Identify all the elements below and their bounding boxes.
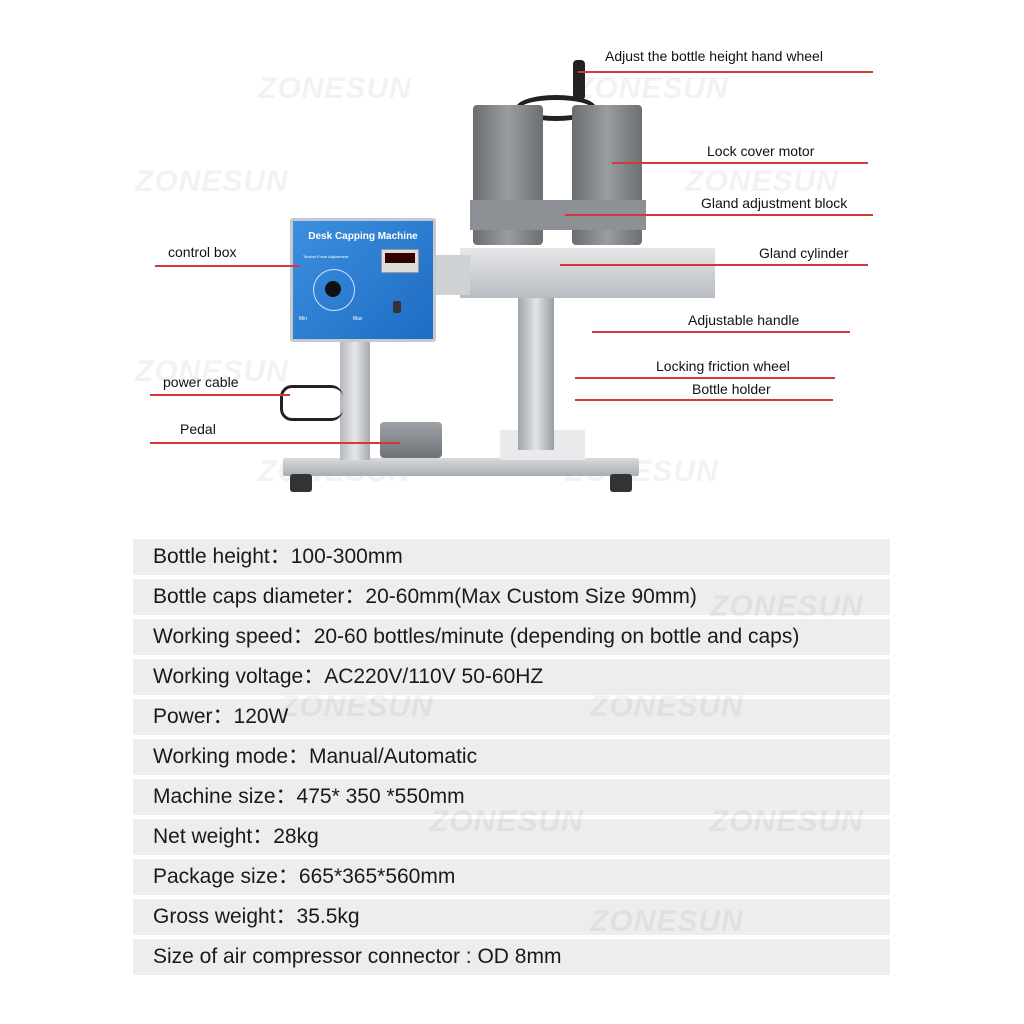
spec-row: Bottle caps diameter：20-60mm(Max Custom … [133, 579, 890, 615]
spec-row: Bottle height：100-300mm [133, 539, 890, 575]
watermark: ZONESUN [590, 905, 744, 938]
spec-row: Working voltage：AC220V/110V 50-60HZ [133, 659, 890, 695]
callout-line [575, 377, 835, 379]
spec-row: Power：120W [133, 699, 890, 735]
callout-line [150, 442, 400, 444]
watermark: ZONESUN [575, 72, 729, 105]
control-box: Desk Capping Machine Torsion Force Adjus… [290, 218, 436, 342]
callout-line [565, 214, 873, 216]
callout-line [612, 162, 868, 164]
callout-gland-cylinder: Gland cylinder [759, 245, 849, 261]
watermark: ZONESUN [710, 590, 864, 623]
watermark: ZONESUN [685, 165, 839, 198]
box-column [340, 330, 370, 460]
spec-row: Working speed：20-60 bottles/minute (depe… [133, 619, 890, 655]
watermark: ZONESUN [135, 165, 289, 198]
callout-line [560, 264, 868, 266]
callout-line [575, 399, 833, 401]
panel-title: Desk Capping Machine [308, 231, 418, 242]
watermark: ZONESUN [135, 355, 289, 388]
watermark: ZONESUN [710, 805, 864, 838]
digital-display [381, 249, 419, 273]
callout-gland-adjustment-block: Gland adjustment block [701, 195, 848, 211]
callout-line [578, 71, 873, 73]
main-column [518, 290, 554, 450]
watermark: ZONESUN [590, 690, 744, 723]
spec-row: Package size：665*365*560mm [133, 859, 890, 895]
callout-power-cable: power cable [163, 374, 239, 390]
callout-pedal: Pedal [180, 421, 216, 437]
torsion-knob[interactable] [325, 281, 341, 297]
gland-cylinder [460, 248, 715, 298]
dial-scale [313, 269, 355, 311]
spec-row: Working mode：Manual/Automatic [133, 739, 890, 775]
spec-row: Net weight：28kg [133, 819, 890, 855]
dial-label: Torsion Force Adjustment [303, 254, 349, 259]
callout-lock-cover-motor: Lock cover motor [707, 143, 815, 159]
spec-row: Size of air compressor connector : OD 8m… [133, 939, 890, 975]
watermark: ZONESUN [258, 72, 412, 105]
callout-hand-wheel: Adjust the bottle height hand wheel [605, 48, 823, 64]
foot [290, 474, 312, 492]
callout-line [592, 331, 850, 333]
power-cable [280, 385, 343, 421]
watermark: ZONESUN [430, 805, 584, 838]
callout-control-box: control box [168, 244, 237, 260]
spec-row: Machine size：475* 350 *550mm [133, 779, 890, 815]
mode-switch[interactable] [393, 301, 401, 313]
watermark: ZONESUN [280, 690, 434, 723]
dial-min: Min [299, 316, 308, 322]
callout-bottle-holder: Bottle holder [692, 381, 771, 397]
spec-row: Gross weight：35.5kg [133, 899, 890, 935]
callout-line [150, 394, 290, 396]
callout-adjustable-handle: Adjustable handle [688, 312, 800, 328]
hand-wheel-handle [573, 60, 585, 100]
dial-max: Max [353, 316, 363, 322]
callout-line [155, 265, 300, 267]
base-plate [283, 458, 639, 476]
foot [610, 474, 632, 492]
pedal[interactable] [380, 422, 442, 458]
callout-locking-friction-wheel: Locking friction wheel [656, 358, 790, 374]
